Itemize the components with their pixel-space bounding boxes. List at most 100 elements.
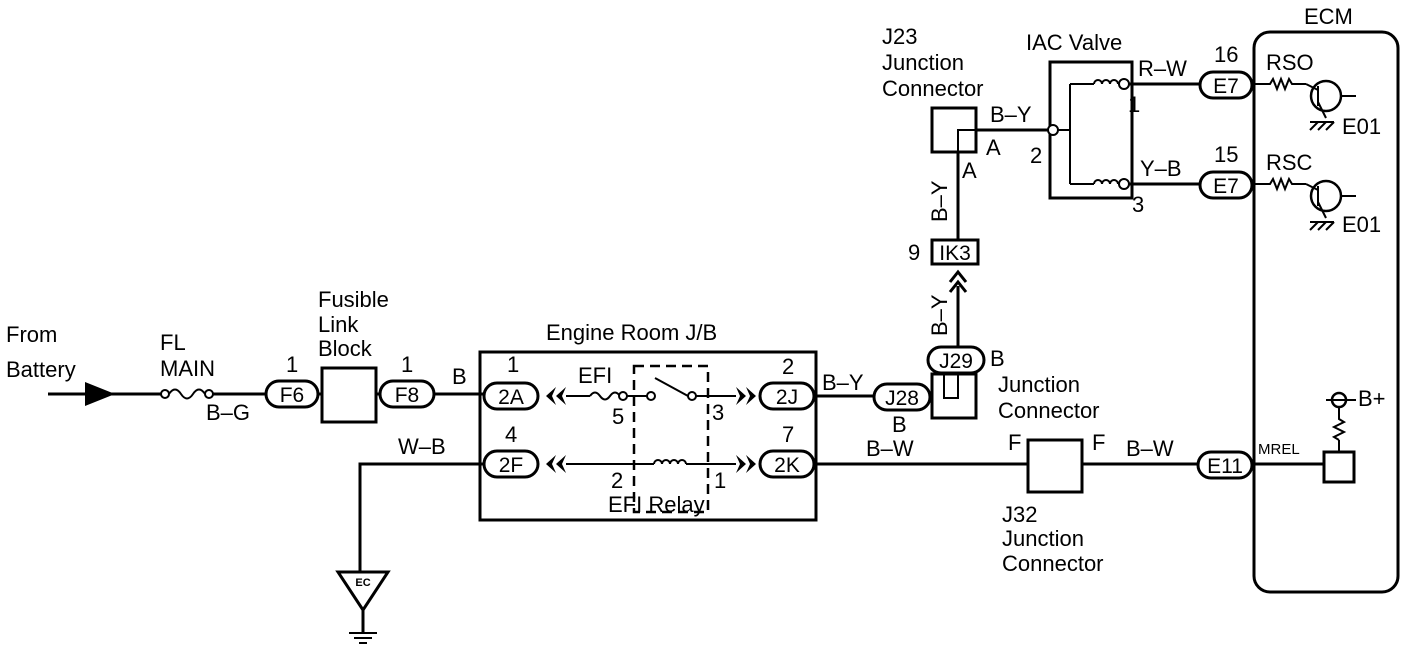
junction-block-j28-j29 [930,372,978,420]
pin-relay-3: 3 [712,400,724,425]
connector-2f: 2F [482,449,540,479]
junction-internal [943,360,959,399]
engine-room-jb-label: Engine Room J/B [546,320,717,345]
relay-switch-arm [654,377,689,397]
j23-junction-label: J23 Junction Connector [882,24,984,101]
svg-text:Junction: Junction [1002,526,1084,551]
pin-e7-16: 16 [1214,42,1238,67]
connector-j29: J29 [926,345,986,375]
connector-e11: E11 [1196,450,1254,480]
iac-pin-3 [1118,178,1130,190]
pin-2j-2: 2 [782,354,794,379]
connector-ik3-chevron [948,269,968,293]
pin-f8-1: 1 [401,352,413,377]
pin-j23-a-bottom: A [962,158,977,183]
fl-main-fuse: FL MAIN [160,330,215,400]
engine-room-jb-box [478,350,818,522]
svg-text:Fusible: Fusible [318,287,389,312]
ground-ec: EC [335,570,391,644]
rsc-label: RSC [1266,150,1313,175]
svg-text:Link: Link [318,312,359,337]
ecm-box [1252,30,1400,594]
j29-junction-label: Junction [998,372,1080,397]
iac-valve-label: IAC Valve [1026,30,1122,55]
rso-transistor [1305,79,1356,131]
wire-label-b-w-left: B–W [866,436,914,461]
pin-j28-b: B [892,412,907,437]
j23-internal [957,129,976,152]
svg-text:EC: EC [355,577,370,589]
pin-2a-1: 1 [507,352,519,377]
iac-pin-2 [1047,124,1059,136]
connector-2j-chevron [736,387,756,405]
e01-label-lower: E01 [1342,212,1381,237]
from-battery-label: From Battery [6,322,76,382]
connector-2f-chevron [546,455,566,473]
svg-text:IK3: IK3 [939,242,971,265]
svg-text:Connector: Connector [882,76,984,101]
connector-ik3: IK3 [930,238,980,266]
relay-coil [653,459,687,465]
connector-f8: F8 [378,379,436,409]
pin-2f-4: 4 [505,422,517,447]
wire-label-b-y-vert-lower: B–Y [927,294,952,336]
mrel-label: MREL [1258,441,1300,458]
mrel-relay-box [1322,450,1356,484]
relay-contact-right [687,391,697,401]
rsc-resistor [1254,176,1306,192]
rsc-transistor [1305,179,1356,231]
connector-j28: J28 [872,382,932,412]
connector-2j: 2J [758,381,816,411]
connector-f6: F6 [264,379,320,409]
pin-2k-7: 7 [782,422,794,447]
svg-text:J32: J32 [1002,502,1037,527]
connector-e7-15: E7 [1198,170,1254,200]
svg-text:J29: J29 [939,350,973,373]
connector-2a-chevron [546,387,566,405]
pin-relay-1: 1 [714,468,726,493]
pin-iac-3: 3 [1132,192,1144,217]
relay-contact-left [646,391,656,401]
svg-text:From: From [6,322,57,347]
efi-relay-label: EFI Relay [608,492,705,517]
svg-text:Connector: Connector [1002,551,1104,576]
efi-relay-box [632,364,710,514]
rso-resistor [1254,76,1306,92]
pin-ik3-9: 9 [908,240,920,265]
svg-text:2J: 2J [776,386,798,409]
fusible-link-block: Fusible Link Block [318,287,389,424]
svg-text:E7: E7 [1213,175,1239,198]
rso-label: RSO [1266,50,1314,75]
wire-label-b-w-right: B–W [1126,436,1174,461]
connector-e7-16: E7 [1198,70,1254,100]
wire-label-w-b: W–B [398,434,446,459]
connector-2k: 2K [758,449,816,479]
iac-coil-upper [1070,79,1122,85]
svg-text:2K: 2K [774,454,800,477]
iac-pin-1 [1118,78,1130,90]
j32-junction-label: J32 Junction Connector [1002,502,1104,576]
pin-e7-15: 15 [1214,142,1238,167]
e01-label-upper: E01 [1342,114,1381,139]
pin-relay-2: 2 [611,468,623,493]
svg-text:EFI: EFI [578,363,612,388]
pin-j32-f-right: F [1092,430,1105,455]
wire-label-b-y-lower: B–Y [822,370,864,395]
j32-junction-block [1026,438,1084,494]
pin-j32-f-left: F [1008,430,1021,455]
mrel-resistor [1331,408,1347,441]
connector-2a: 2A [482,381,540,411]
b-plus-terminal: B+ [1326,386,1386,411]
svg-text:Block: Block [318,336,373,361]
wire-label-b-y-vert-upper: B–Y [927,180,952,222]
wire-label-y-b: Y–B [1140,156,1182,181]
svg-text:Junction: Junction [882,50,964,75]
iac-coil-lower [1070,179,1122,185]
connector-2k-chevron [736,455,756,473]
pin-f6-1: 1 [286,352,298,377]
efi-fuse: EFI [578,363,628,401]
j29-connector-label: Connector [998,398,1100,423]
svg-text:MAIN: MAIN [160,356,215,381]
